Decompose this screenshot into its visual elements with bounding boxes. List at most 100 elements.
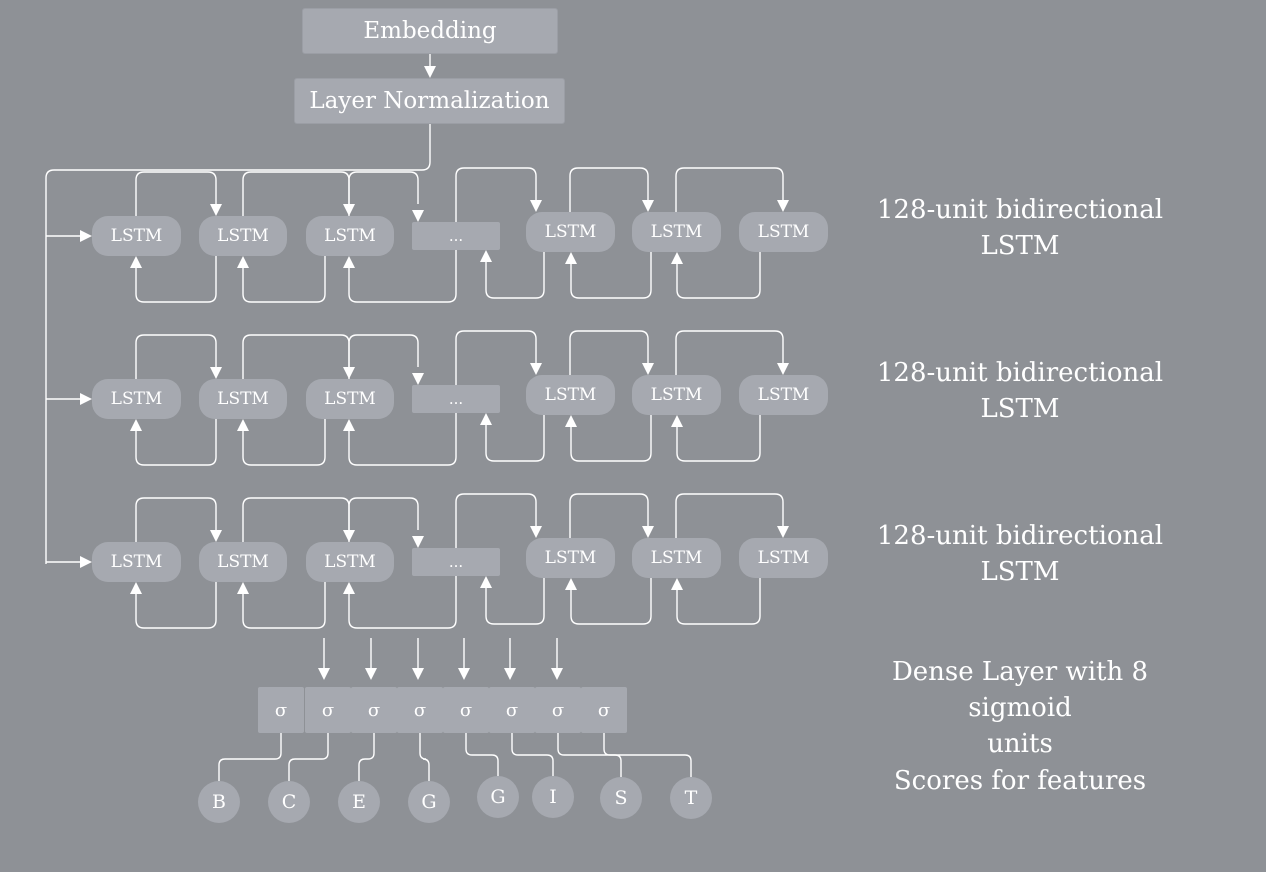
arrow-embedding-to-norm [424, 66, 436, 78]
arrow-head-60 [530, 526, 542, 538]
feature-circle-s: S [600, 777, 642, 819]
lstm-cell-r0-2: LSTM [306, 216, 394, 256]
lstm-cell-r2-0: LSTM [92, 542, 181, 582]
arrow-head-51 [671, 415, 683, 427]
arrow-head-12 [642, 200, 654, 212]
feature-circle-g: G [408, 781, 450, 823]
connector-line-5 [242, 171, 350, 216]
ellipsis-box-r1: ... [412, 385, 500, 413]
connector-line-65 [135, 582, 217, 629]
arrow-to-dense-4 [504, 668, 516, 680]
connector-line-15 [135, 256, 217, 303]
connector-line-11 [569, 167, 649, 212]
connector-line-34 [455, 330, 537, 385]
arrow-head-66 [130, 582, 142, 594]
arrow-head-14 [777, 200, 789, 212]
connector-line-57 [348, 497, 419, 542]
dense-to-feature-line-3 [419, 733, 430, 781]
ellipsis-box-r2: ... [412, 548, 500, 576]
arrow-head-39 [777, 363, 789, 375]
arrow-head-29 [210, 367, 222, 379]
connector-line-42 [242, 419, 326, 466]
arrow-to-dense-2 [412, 668, 424, 680]
connector-line-50 [676, 415, 761, 462]
connector-line-7 [348, 171, 419, 216]
lstm-cell-r2-4: LSTM [526, 538, 615, 578]
sigmoid-unit-7: σ [581, 687, 627, 733]
arrow-head-47 [480, 413, 492, 425]
layer-normalization-box: Layer Normalization [294, 78, 565, 124]
arrow-head-16 [130, 256, 142, 268]
sigmoid-unit-4: σ [443, 687, 489, 733]
arrow-head-74 [565, 578, 577, 590]
lstm-cell-r1-4: LSTM [526, 375, 615, 415]
arrow-head-68 [237, 582, 249, 594]
arrow-head-70 [343, 582, 355, 594]
connector-line-17 [242, 256, 326, 303]
arrow-to-dense-0 [318, 668, 330, 680]
arrow-head-64 [777, 526, 789, 538]
sigmoid-unit-0: σ [258, 687, 304, 733]
ellipsis-box-r0: ... [412, 222, 500, 250]
connector-line-69 [348, 576, 457, 629]
arrow-head-45 [343, 419, 355, 431]
feature-circle-t: T [670, 777, 712, 819]
connector-line-38 [675, 330, 784, 375]
arrow-head-43 [237, 419, 249, 431]
lstm-cell-r2-6: LSTM [739, 538, 828, 578]
arrow-head-58 [412, 536, 424, 548]
connector-line-55 [242, 497, 350, 542]
arrow-head-37 [642, 363, 654, 375]
embedding-box: Embedding [302, 8, 558, 54]
arrow-head-35 [530, 363, 542, 375]
lstm-cell-r0-4: LSTM [526, 212, 615, 252]
sigmoid-unit-2: σ [351, 687, 397, 733]
connector-line-28 [135, 334, 217, 379]
sigmoid-unit-5: σ [489, 687, 535, 733]
dense-to-feature-line-1 [288, 733, 329, 781]
feature-circle-i: I [532, 776, 574, 818]
arrow-head-33 [412, 373, 424, 385]
connector-line-40 [135, 419, 217, 466]
feature-circle-b: B [198, 781, 240, 823]
arrow-trunk-to-row-2 [80, 556, 92, 568]
connector-line-73 [570, 578, 652, 625]
sigmoid-unit-3: σ [397, 687, 443, 733]
arrow-head-8 [412, 210, 424, 222]
connector-line-59 [455, 493, 537, 548]
arrow-to-dense-1 [365, 668, 377, 680]
connector-line-30 [242, 334, 350, 379]
arrow-to-dense-5 [551, 668, 563, 680]
arrow-head-54 [210, 530, 222, 542]
dense-to-feature-line-0 [218, 733, 282, 781]
connector-line-23 [570, 252, 652, 299]
connector-line-63 [675, 493, 784, 538]
connector-line-1 [45, 124, 431, 564]
connector-line-48 [570, 415, 652, 462]
arrow-head-10 [530, 200, 542, 212]
arrow-head-4 [210, 204, 222, 216]
feature-circle-e: E [338, 781, 380, 823]
sigmoid-unit-6: σ [535, 687, 581, 733]
lstm-cell-r1-1: LSTM [199, 379, 287, 419]
arrow-head-18 [237, 256, 249, 268]
arrow-to-dense-3 [458, 668, 470, 680]
connector-line-75 [676, 578, 761, 625]
arrow-head-72 [480, 576, 492, 588]
arrow-head-62 [642, 526, 654, 538]
lstm-cell-r0-1: LSTM [199, 216, 287, 256]
connector-line-19 [348, 250, 457, 303]
arrow-trunk-to-row-1 [80, 393, 92, 405]
lstm-cell-r0-0: LSTM [92, 216, 181, 256]
connector-line-67 [242, 582, 326, 629]
lstm-cell-r1-2: LSTM [306, 379, 394, 419]
lstm-cell-r1-5: LSTM [632, 375, 721, 415]
arrow-head-26 [671, 252, 683, 264]
connector-line-71 [485, 578, 545, 625]
connector-line-61 [569, 493, 649, 538]
connector-line-25 [676, 252, 761, 299]
